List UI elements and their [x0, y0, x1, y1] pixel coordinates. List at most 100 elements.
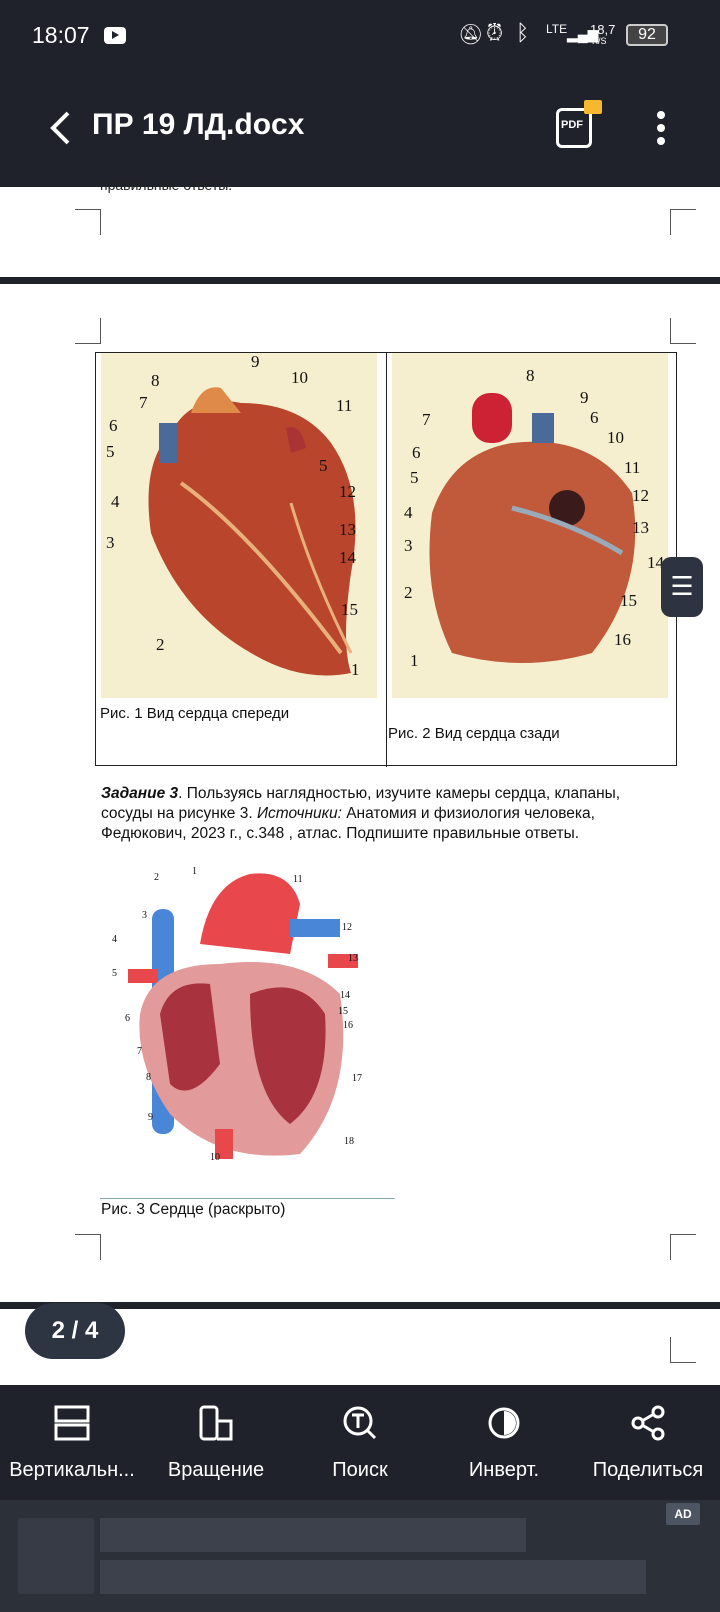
fig2-label: 16 [614, 630, 631, 649]
youtube-icon [104, 27, 126, 44]
fig2-label: 4 [404, 503, 413, 522]
vertical-scroll-button[interactable]: Вертикальн... [0, 1385, 144, 1500]
tool-label: Поделиться [592, 1459, 704, 1481]
search-text-icon [343, 1406, 377, 1440]
net-speed-unit: K/S [592, 36, 607, 46]
invert-button[interactable]: Инверт. [432, 1385, 576, 1500]
vertical-layout-icon [54, 1405, 90, 1441]
fig3-label: 13 [348, 953, 358, 964]
fig2-label: 3 [404, 536, 413, 555]
heart-back-image: 1 2 3 4 5 6 6 7 8 9 10 11 12 13 14 15 16 [392, 353, 668, 698]
pdf-convert-button[interactable]: PDF [556, 108, 592, 148]
fig3-label: 16 [343, 1020, 353, 1031]
tool-label: Поиск [332, 1459, 388, 1481]
scroll-handle[interactable]: ☰ [661, 557, 703, 617]
net-speed: 18,7 [590, 22, 616, 37]
fig2-label: 9 [580, 388, 589, 407]
fig2-label: 14 [647, 553, 665, 572]
fig2-label: 6 [590, 408, 599, 427]
fig1-label: 8 [151, 371, 160, 390]
task3-paragraph: Задание 3. Пользуясь наглядностью, изучи… [101, 784, 661, 844]
fig2-label: 13 [632, 518, 649, 537]
fig1-label: 9 [251, 353, 260, 371]
signal-icon: ▂▄▆ [567, 26, 599, 42]
fig1-label: 12 [339, 482, 356, 501]
fig3-label: 15 [338, 1006, 348, 1017]
pdf-label: PDF [561, 119, 583, 131]
fig1-label: 3 [106, 533, 115, 552]
fig1-label: 13 [339, 520, 356, 539]
fig2-caption: Рис. 2 Вид сердца сзади [388, 725, 560, 742]
fig1-label: 14 [339, 548, 357, 567]
fig2-label: 1 [410, 651, 419, 670]
status-bar: 18:07 🔕︎ ⏰︎ ᛒ LTE ▂▄▆ 18,7 K/S 92 [0, 0, 720, 70]
fig1-label: 7 [139, 393, 148, 412]
crown-icon [584, 100, 602, 114]
fig3-label: 4 [112, 934, 117, 945]
heart-front-image: 1 2 3 4 5 5 6 7 8 9 10 11 12 13 14 15 [101, 353, 377, 698]
fig3-label: 10 [210, 1152, 220, 1163]
task3-sources-label: Источники: [256, 805, 342, 822]
search-button[interactable]: Поиск [288, 1385, 432, 1500]
divider [100, 1198, 395, 1199]
fig2-label: 11 [624, 458, 640, 477]
fig2-label: 5 [410, 468, 419, 487]
task3-text: . Пользуясь наглядностью, изучите камеры… [101, 785, 621, 822]
mute-bell-icon: 🔕︎ [458, 24, 484, 46]
document-page-1: правильные ответы. [0, 177, 720, 277]
back-icon[interactable] [48, 110, 72, 146]
fig2-label: 6 [412, 443, 421, 462]
fig1-label: 5 [106, 442, 115, 461]
fig2-label: 7 [422, 410, 431, 429]
fig3-label: 3 [142, 910, 147, 921]
fig1-label: 10 [291, 368, 308, 387]
fig3-label: 6 [125, 1013, 130, 1024]
fig3-label: 14 [340, 990, 350, 1001]
rotate-button[interactable]: Вращение [144, 1385, 288, 1500]
fig1-label: 2 [156, 635, 165, 654]
heart-opened-image: 1 2 3 4 5 6 7 8 9 10 11 12 13 14 15 16 1… [100, 864, 395, 1164]
tool-label: Вертикальн... [9, 1459, 135, 1481]
cut-text: правильные ответы. [100, 177, 233, 193]
task3-sources: Анатомия и физиология человека, Федюкови… [101, 805, 595, 842]
document-title: ПР 19 ЛД.docx [92, 108, 305, 141]
fig3-label: 12 [342, 922, 352, 933]
fig2-label: 10 [607, 428, 624, 447]
fig3-label: 11 [293, 874, 303, 885]
fig1-label: 11 [336, 396, 352, 415]
fig3-label: 9 [148, 1112, 153, 1123]
figures-table: 1 2 3 4 5 5 6 7 8 9 10 11 12 13 14 15 Ри… [95, 352, 677, 767]
fig2-label: 2 [404, 583, 413, 602]
fig2-label: 8 [526, 366, 535, 385]
alarm-icon: ⏰︎ [486, 20, 504, 45]
battery-icon: 92 [626, 24, 668, 46]
fig3-label: 18 [344, 1136, 354, 1147]
page-separator [0, 277, 720, 284]
page-separator [0, 1302, 720, 1309]
fig1-label: 6 [109, 416, 118, 435]
fig1-label: 15 [341, 600, 358, 619]
fig1-label: 5 [319, 456, 328, 475]
tool-label: Инверт. [468, 1459, 540, 1481]
fig2-label: 15 [620, 591, 637, 610]
page-indicator: 2 / 4 [25, 1303, 125, 1359]
battery-level: 92 [638, 26, 656, 43]
fig3-label: 1 [192, 866, 197, 877]
task3-heading: Задание 3 [101, 785, 179, 802]
fig3-label: 5 [112, 968, 117, 979]
share-button[interactable]: Поделиться [576, 1385, 720, 1500]
fig3-label: 8 [146, 1072, 151, 1083]
network-type: LTE [546, 22, 568, 36]
fig3-caption: Рис. 3 Сердце (раскрыто) [101, 1201, 286, 1218]
ad-banner[interactable]: AD [0, 1500, 720, 1612]
fig3-label: 2 [154, 872, 159, 883]
fig2-label: 12 [632, 486, 649, 505]
fig1-label: 1 [351, 660, 360, 679]
bluetooth-icon: ᛒ [516, 20, 530, 45]
invert-icon [488, 1407, 520, 1439]
fig3-label: 17 [352, 1073, 362, 1084]
clock: 18:07 [32, 22, 90, 48]
share-icon [631, 1405, 665, 1441]
more-options-icon[interactable] [656, 110, 666, 146]
bottom-toolbar: Вертикальн... Вращение Поиск Инверт. Под… [0, 1385, 720, 1500]
